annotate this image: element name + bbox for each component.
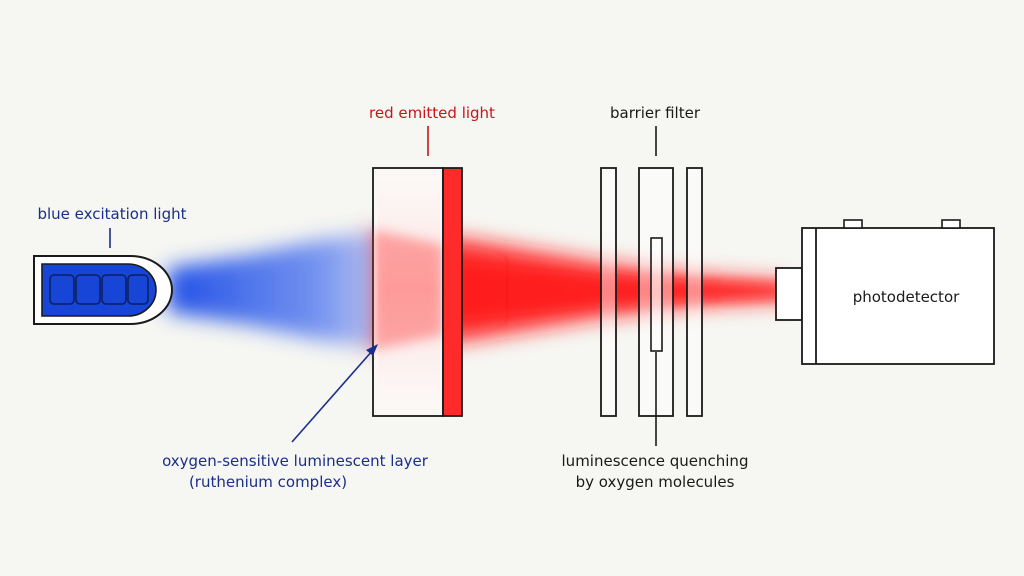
- luminescent-layer-label-line1: oxygen-sensitive luminescent layer: [162, 452, 429, 470]
- red-emitted-label: red emitted light: [369, 104, 495, 122]
- led-cell-icon: [101, 274, 127, 305]
- blue-excitation-beam: [168, 228, 420, 352]
- barrier-filter-label: barrier filter: [610, 104, 701, 122]
- led-cell-icon: [127, 274, 149, 305]
- led-cell-icon: [75, 274, 101, 305]
- blue-excitation-label: blue excitation light: [37, 205, 186, 223]
- barrier-filter-stack: [600, 167, 703, 417]
- oxygen-sensor-film: [372, 167, 463, 417]
- photodetector-label: photodetector: [853, 288, 960, 306]
- red-emitted-beam: [360, 228, 790, 352]
- arrow-pointer: [291, 344, 378, 443]
- luminescent-layer-label-line2: (ruthenium complex): [189, 473, 347, 491]
- photodetector-box: [775, 219, 995, 365]
- quenching-label-line1: luminescence quenching: [562, 452, 749, 470]
- quenching-label-line2: by oxygen molecules: [576, 473, 735, 491]
- red-luminescent-layer: [442, 167, 463, 417]
- blue-led-light-source: [33, 255, 173, 325]
- led-cell-icon: [49, 274, 75, 305]
